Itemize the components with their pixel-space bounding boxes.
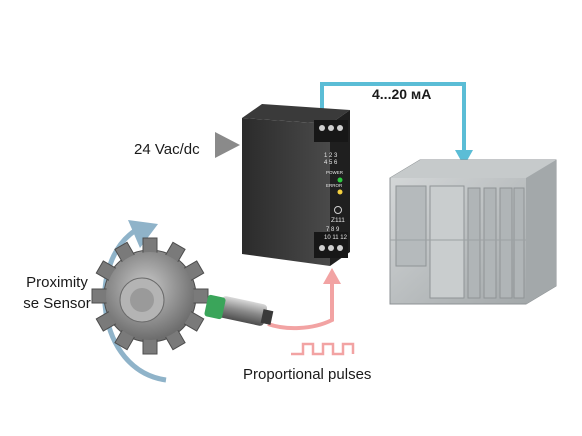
led-error-label: ERROR [326, 183, 343, 188]
sensor-label-line1: Proximity [26, 274, 88, 291]
proximity-sensor-icon [204, 294, 274, 326]
error-led-icon [337, 189, 343, 195]
gear-wheel-icon [91, 237, 209, 355]
module-model: Z111 [331, 217, 345, 224]
supply-voltage-label: 24 Vac/dc [134, 141, 200, 158]
pulse-train-icon [291, 342, 355, 356]
sensor-label-line2: se Sensor [23, 295, 91, 312]
sensor-label: Proximity se Sensor [17, 272, 97, 314]
output-current-label: 4...20 мA [372, 86, 432, 102]
plc-rack [389, 159, 557, 305]
terminals-bottom-row1: 7 8 9 [326, 227, 340, 233]
terminals-bottom-row2: 10 11 12 [324, 235, 348, 241]
terminals-top-row1: 1 2 3 [324, 153, 338, 159]
pulses-label: Proportional pulses [243, 366, 372, 383]
pulse-wire [267, 268, 355, 356]
power-led-icon [337, 177, 343, 183]
terminals-top-row2: 4 5 6 [324, 160, 338, 166]
analog-output-wire [320, 82, 473, 166]
signal-converter-module: 1 2 3 4 5 6 POWER ERROR Z111 7 8 9 10 11… [242, 104, 350, 266]
supply-arrow-icon [215, 132, 240, 158]
brand-logo-icon [334, 206, 342, 214]
led-power-label: POWER [326, 170, 344, 175]
